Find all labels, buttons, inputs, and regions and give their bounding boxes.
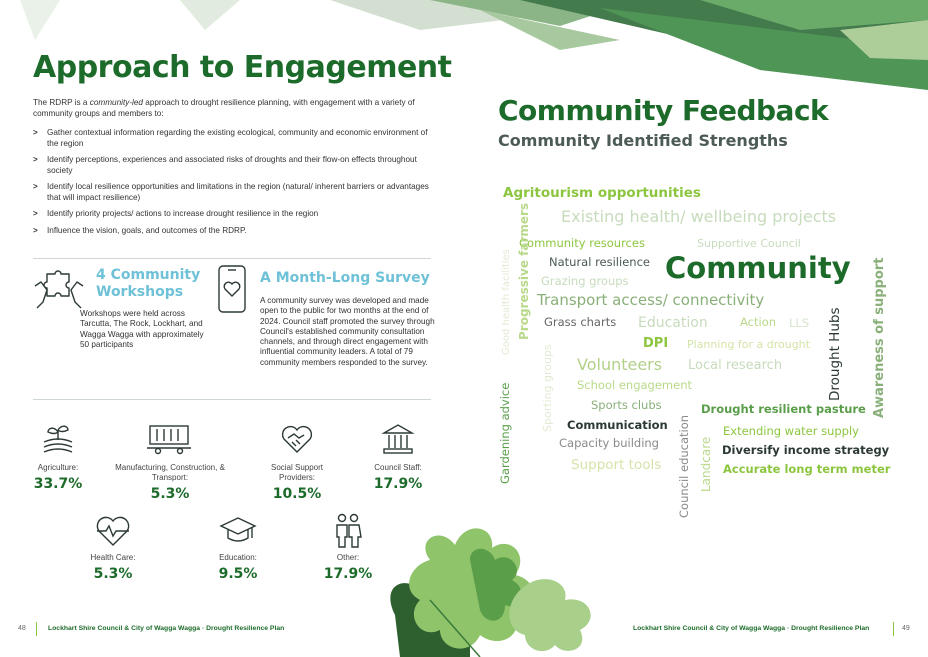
list-item-text: Identify local resilience opportunities … [47,182,429,202]
workshops-text: Workshops were held across Tarcutta, The… [80,309,204,349]
intro-text-end: approach to drought resilience planning,… [33,98,415,118]
cloud-word: Sports clubs [591,398,662,412]
cloud-word: Good health facilities [501,249,512,355]
stat-label-health-care: Health Care: [90,553,136,562]
page-number-right: 49 [902,625,910,632]
stat-value-education: 9.5% [218,566,258,582]
cloud-word: Drought Hubs [827,307,843,402]
intro-text-start: The RDRP is a [33,98,90,107]
cloud-word: Planning for a drought [687,338,810,351]
stat-value-council-staff: 17.9% [373,476,423,492]
cloud-word: Action [740,315,777,329]
survey-text: A community survey was developed and mad… [260,296,435,367]
cloud-word: Council education [677,414,691,518]
footer-right: Lockhart Shire Council & City of Wagga W… [633,625,870,632]
cloud-word: Progressive farmers [517,202,531,340]
list-item: > Gather contextual information regarding… [33,128,433,149]
government-building-icon [381,424,415,454]
cloud-word: Gardening advice [498,382,512,484]
chevron-right-icon: > [33,182,38,191]
phone-heart-icon [218,265,246,313]
intro-paragraph: The RDRP is a community-led approach to … [33,98,433,119]
stat-value-agriculture: 33.7% [33,476,83,492]
cloud-word: Communication [567,418,668,432]
list-item-text: Gather contextual information regarding … [47,128,428,148]
list-item: > Identify priority projects/ actions to … [33,209,433,220]
cloud-word: Supportive Council [697,237,801,250]
cloud-word: Landcare [699,436,713,492]
cloud-word: Support tools [571,457,662,473]
cloud-word: DPI [643,336,669,351]
plant-icon [43,425,73,453]
survey-title: A Month-Long Survey [260,270,430,286]
stat-label-manufacturing: Manufacturing, Construction, & Transport… [115,463,225,482]
engagement-goals-list: > Gather contextual information regarding… [33,128,433,242]
workshops-title-line2: Workshops [96,284,184,300]
chevron-right-icon: > [33,128,38,137]
cloud-word: Grazing groups [541,274,629,288]
cloud-word: Grass charts [544,315,617,329]
cloud-word: Agritourism opportunities [503,185,701,201]
list-item-text: Identify priority projects/ actions to i… [47,209,319,218]
cloud-word: Existing health/ wellbeing projects [561,207,837,226]
divider [33,399,431,400]
chevron-right-icon: > [33,225,38,235]
list-item-text: Identify perceptions, experiences and as… [47,155,417,175]
handshake-heart-icon [281,425,313,453]
stat-value-manufacturing: 5.3% [150,486,190,502]
cloud-word: LLS [789,316,810,330]
cloud-word: School engagement [577,378,692,392]
cloud-word: Extending water supply [723,424,859,438]
cloud-word: Sporting groups [541,344,554,432]
people-icon [336,513,362,548]
feedback-title: Community Feedback [498,94,829,127]
stat-label-other: Other: [336,553,360,562]
stat-value-other: 17.9% [323,566,373,582]
cloud-word: Local research [688,358,783,373]
cloud-word: Natural resilience [549,255,650,269]
stat-label-council-staff: Council Staff: [374,463,422,472]
list-item: > Identify local resilience opportunities… [33,182,433,203]
graduation-cap-icon [219,517,257,542]
cloud-word: Diversify income strategy [722,443,890,457]
feedback-subtitle: Community Identified Strengths [498,131,788,150]
cloud-word: Transport access/ connectivity [537,291,765,309]
chevron-right-icon: > [33,209,38,218]
cloud-word: Awareness of support [872,257,887,418]
footer-divider [36,622,37,636]
list-item: > Identify perceptions, experiences and a… [33,155,433,176]
cloud-word: Drought resilient pasture [701,402,866,416]
list-item: > Influence the vision, goals, and outcom… [33,226,433,237]
puzzle-hands-icon [34,270,84,309]
cloud-word: Community resources [519,236,645,250]
cloud-word: Capacity building [559,436,659,450]
stat-label-social-support: Social Support Providers: [270,463,324,482]
cloud-word: Education [638,315,708,331]
workshops-title-line1: 4 Community [96,267,201,283]
cloud-word: Accurate long term meter [723,462,891,476]
chevron-right-icon: > [33,155,38,164]
cloud-word: Community [665,251,851,285]
stat-value-social-support: 10.5% [272,486,322,502]
rail-wagon-icon [147,425,191,455]
stat-label-education: Education: [219,553,257,562]
page-number-left: 48 [18,625,26,632]
page-title: Approach to Engagement [33,50,452,85]
list-item-text: Influence the vision, goals, and outcome… [47,225,247,235]
divider [33,258,431,259]
footer-left: Lockhart Shire Council & City of Wagga W… [48,625,285,632]
intro-emphasis: community-led [89,98,143,107]
stat-value-health-care: 5.3% [93,566,133,582]
footer-divider [893,622,894,636]
heartbeat-icon [96,516,130,546]
cloud-word: Volunteers [577,355,663,374]
stat-label-agriculture: Agriculture: [37,463,79,472]
